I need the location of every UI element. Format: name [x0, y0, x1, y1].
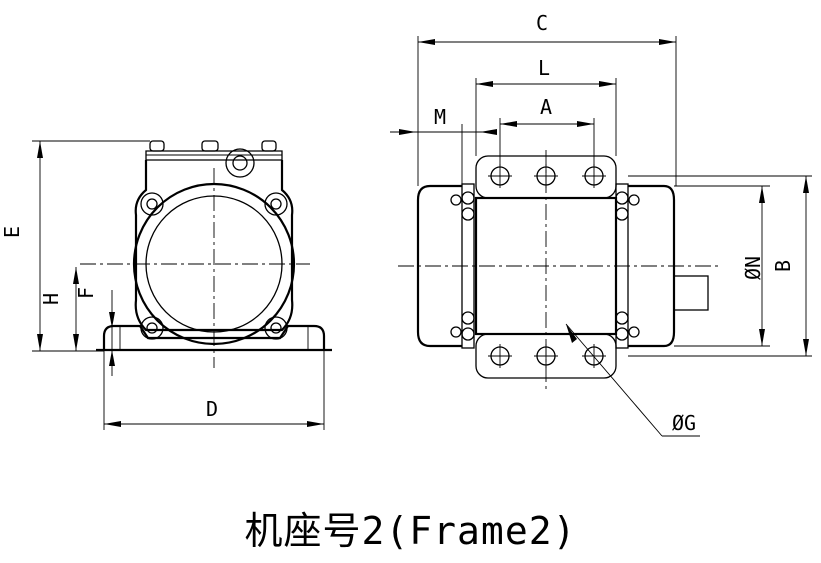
lifting-eye [225, 148, 255, 178]
dim-E: E [0, 140, 150, 352]
dim-label-B: B [771, 260, 795, 272]
dim-F: F [74, 287, 115, 376]
dim-G-leader: ØG [565, 323, 700, 437]
dim-B: B [628, 175, 812, 357]
dim-label-E: E [0, 226, 24, 238]
flange-bolts [450, 191, 640, 341]
shaft [673, 275, 709, 311]
frame-caption: 机座号2(Frame2) [244, 509, 577, 553]
dim-label-H: H [39, 293, 63, 305]
dim-H: H [39, 267, 79, 351]
dim-label-D: D [206, 397, 218, 421]
dim-label-A: A [540, 95, 552, 119]
dim-A: A [499, 95, 595, 166]
side-view: C L A M [390, 11, 812, 437]
front-view: E H F D [0, 140, 332, 430]
top-terminal-bumps [145, 140, 283, 161]
dim-D: D [103, 350, 325, 430]
dim-label-C: C [536, 11, 548, 35]
dim-M: M [390, 105, 497, 186]
dim-label-M: M [434, 105, 446, 129]
dim-label-N: ØN [741, 256, 765, 280]
dim-label-F: F [74, 287, 98, 299]
dim-C: C [417, 11, 677, 186]
dim-L: L [475, 56, 617, 156]
dim-N: ØN [674, 185, 770, 347]
dim-label-G: ØG [672, 411, 696, 435]
dim-label-L: L [538, 56, 550, 80]
